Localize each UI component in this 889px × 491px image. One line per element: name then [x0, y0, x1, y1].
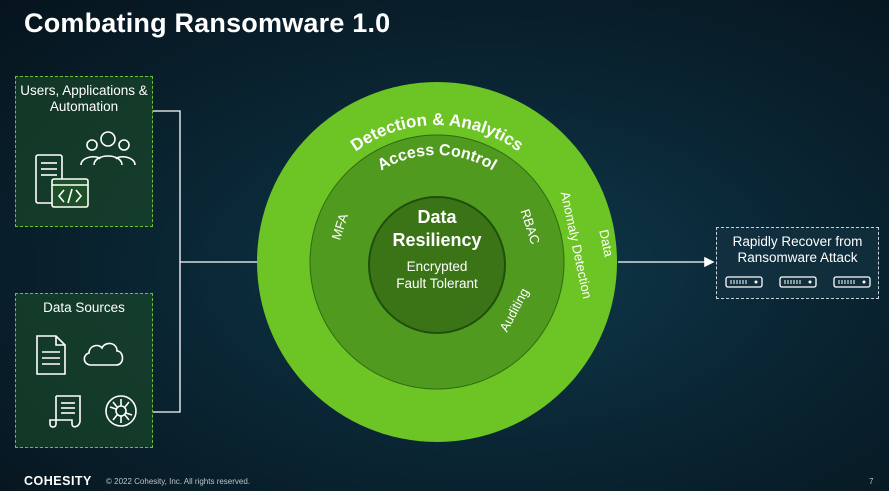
users-applications-label: Users, Applications & Automation [20, 83, 148, 114]
recovery-label: Rapidly Recover from Ransomware Attack [732, 234, 863, 265]
scroll-icon [49, 395, 81, 428]
document-icon [36, 335, 66, 375]
server-icon [779, 276, 817, 288]
server-icon [725, 276, 763, 288]
core-title-line1: Data [417, 207, 457, 227]
data-sources-box: Data Sources [15, 293, 153, 448]
core-sub-line1: Encrypted [407, 259, 468, 274]
cloud-icon [83, 342, 124, 366]
core-title-line2: Resiliency [392, 230, 481, 250]
data-side-label: Data [596, 228, 617, 259]
kubernetes-icon [105, 395, 137, 427]
cohesity-logo: COHESITY [24, 474, 92, 488]
data-sources-label: Data Sources [43, 300, 125, 315]
left-connector [153, 110, 258, 413]
code-window-icon [51, 178, 89, 208]
recovery-box: Rapidly Recover from Ransomware Attack [716, 227, 879, 299]
copyright-text: © 2022 Cohesity, Inc. All rights reserve… [106, 477, 251, 486]
users-group-icon [80, 131, 136, 166]
core-sub-line2: Fault Tolerant [396, 276, 478, 291]
server-icon [833, 276, 871, 288]
page-number: 7 [869, 477, 874, 486]
users-applications-box: Users, Applications & Automation [15, 76, 153, 227]
slide-title: Combating Ransomware 1.0 [24, 8, 391, 38]
core-circle [368, 196, 506, 334]
